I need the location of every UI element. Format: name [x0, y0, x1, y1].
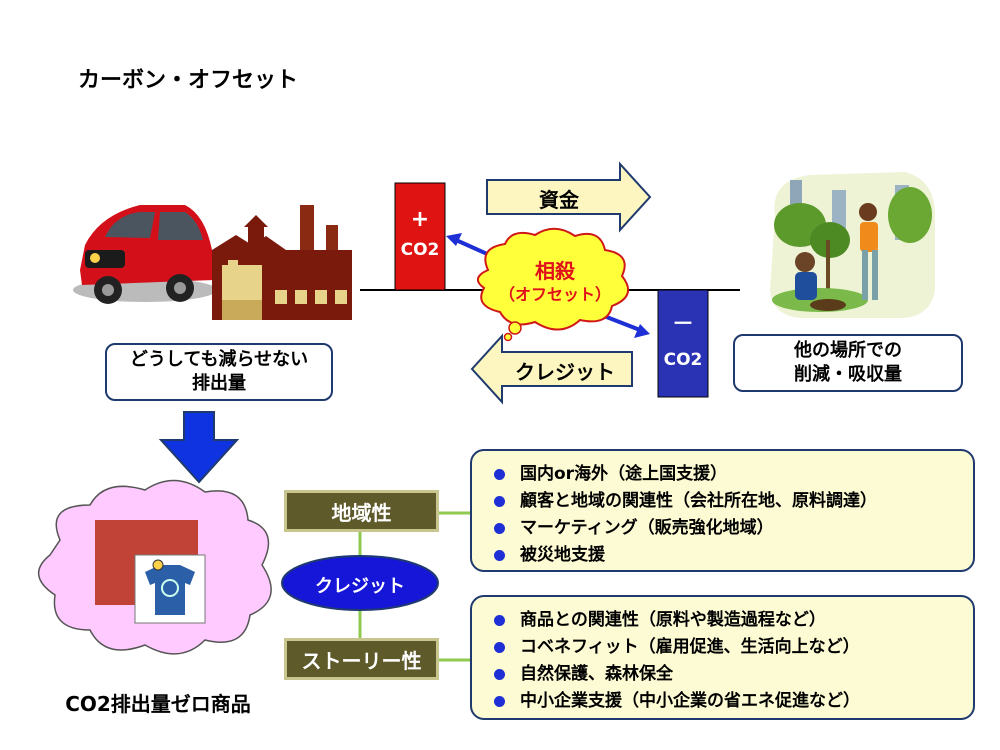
list-item: 被災地支援	[494, 542, 959, 569]
bullet-icon	[494, 669, 505, 680]
regional-label: 地域性	[331, 500, 392, 525]
story-panel: 商品との関連性（原料や製造過程など） コベネフィット（雇用促進、生活向上など） …	[470, 595, 975, 720]
plus-co2-bar	[394, 182, 446, 291]
bullet-icon	[494, 642, 505, 653]
offset-sublabel: （オフセット）	[498, 285, 611, 304]
regional-box: 地域性	[284, 490, 439, 532]
car-illustration	[73, 205, 217, 304]
down-arrow	[158, 411, 240, 484]
bullet-icon	[494, 496, 505, 507]
list-item: コベネフィット（雇用促進、生活向上など）	[494, 634, 959, 661]
page-title: カーボン・オフセット	[78, 68, 299, 93]
minus-sign: －	[671, 312, 694, 337]
bullet-icon	[494, 550, 505, 561]
list-item: 自然保護、森林保全	[494, 661, 959, 688]
list-item: 国内or海外（途上国支援）	[494, 461, 959, 488]
emissions-line1: どうしても減らせない	[129, 349, 309, 370]
list-item: 中小企業支援（中小企業の省エネ促進など）	[494, 688, 959, 715]
offset-label: 相殺	[535, 259, 575, 283]
plus-co2-label: CO2	[400, 240, 440, 260]
list-item: マーケティング（販売強化地域）	[494, 515, 959, 542]
credit-arrow-label: クレジット	[515, 360, 615, 384]
credit-arrow	[470, 333, 633, 405]
list-item: 顧客と地域の関連性（会社所在地、原料調達）	[494, 488, 959, 515]
tree-planting-illustration	[770, 172, 935, 318]
zero-product-label: CO2排出量ゼロ商品	[65, 692, 251, 716]
funds-label: 資金	[539, 188, 579, 212]
product-photo	[95, 520, 206, 624]
bullet-icon	[494, 469, 505, 480]
factory-illustration	[212, 205, 352, 320]
offset-cloud	[477, 227, 630, 331]
minus-co2-bar	[657, 289, 709, 398]
emissions-line2: 排出量	[192, 373, 246, 394]
minus-co2-label: CO2	[663, 350, 703, 370]
story-label: ストーリー性	[301, 648, 422, 673]
bullet-icon	[494, 615, 505, 626]
emissions-box: どうしても減らせない 排出量	[105, 343, 333, 401]
reduction-box: 他の場所での 削減・吸収量	[733, 334, 963, 392]
funds-arrow	[486, 161, 652, 233]
credit-center-label: クレジット	[315, 576, 405, 597]
plus-sign: +	[410, 207, 430, 232]
pointer-arrow-minus	[603, 314, 641, 332]
regional-panel: 国内or海外（途上国支援） 顧客と地域の関連性（会社所在地、原料調達） マーケテ…	[470, 449, 975, 572]
story-box: ストーリー性	[284, 638, 439, 680]
list-item: 商品との関連性（原料や製造過程など）	[494, 607, 959, 634]
credit-ellipse	[281, 555, 439, 611]
reduction-line2: 削減・吸収量	[794, 364, 902, 385]
reduction-line1: 他の場所での	[794, 340, 902, 361]
bullet-icon	[494, 523, 505, 534]
bullet-icon	[494, 696, 505, 707]
